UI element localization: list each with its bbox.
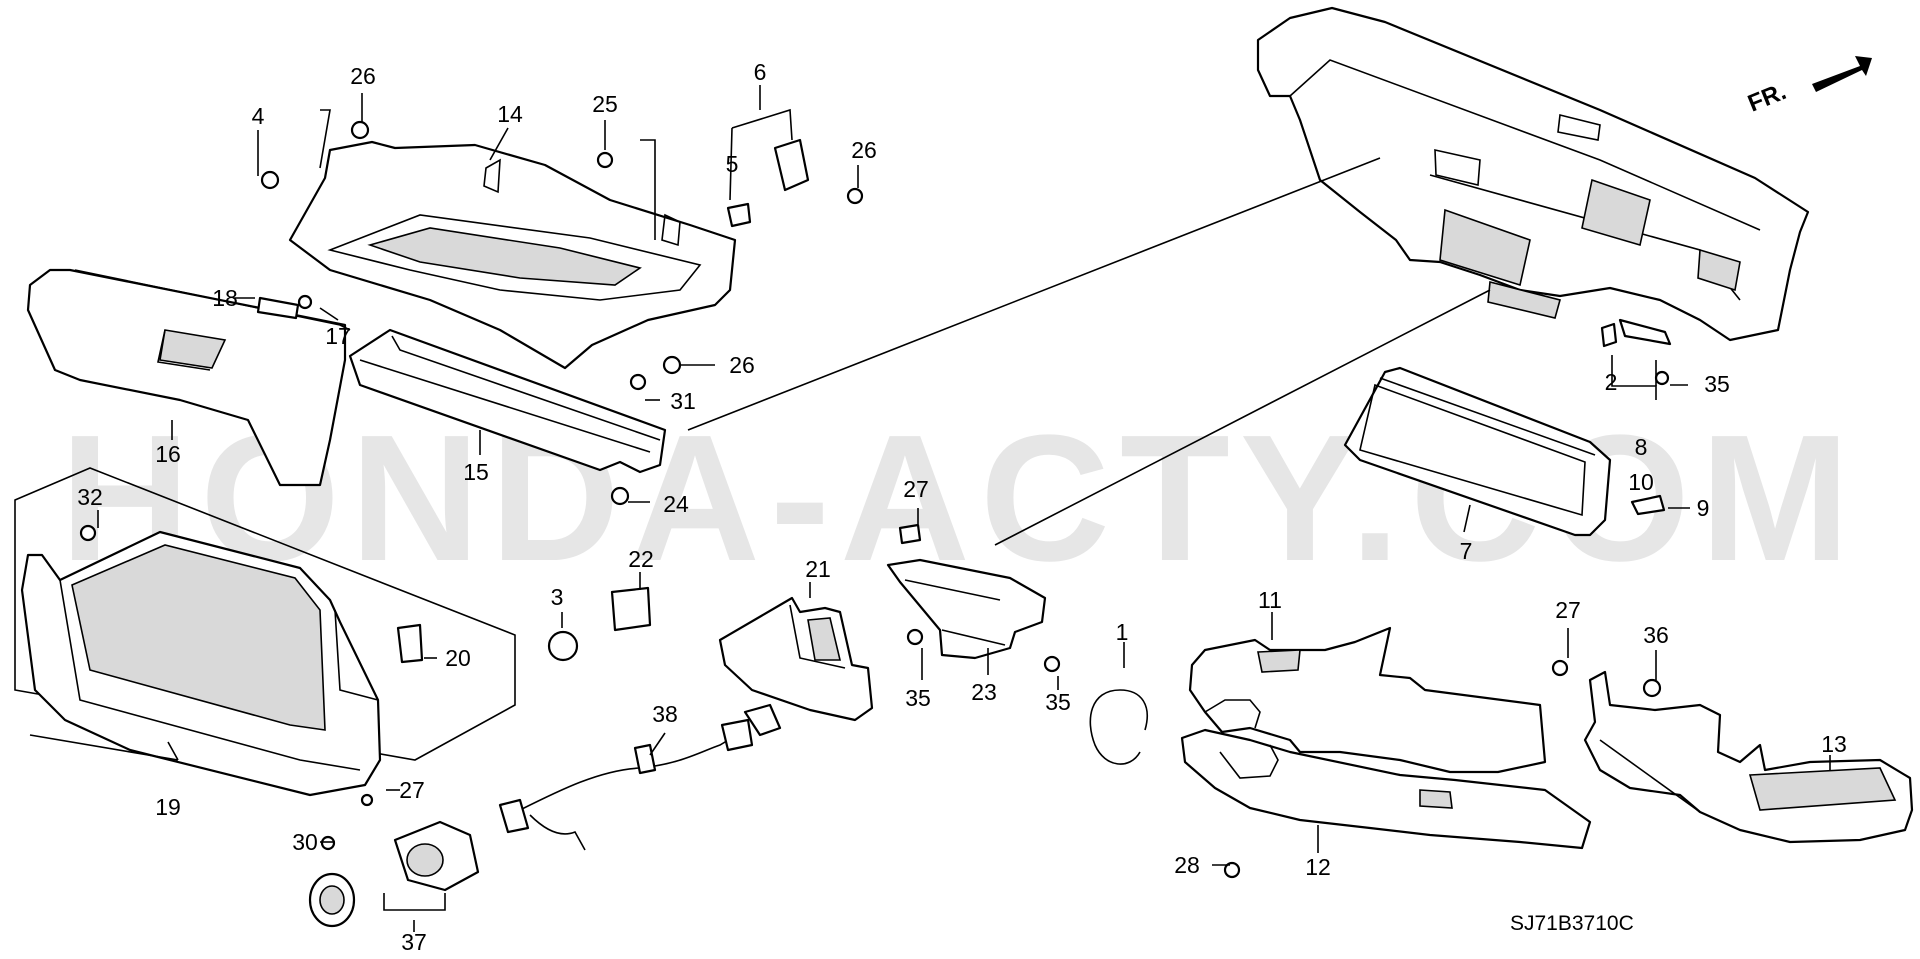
part-28-clip <box>1551 659 1569 677</box>
part-2-clip <box>1600 322 1618 348</box>
callout-35-c: 35 <box>1704 371 1730 397</box>
part-26-screw-a <box>350 120 370 140</box>
callout-17: 17 <box>325 323 351 349</box>
callout-26-a: 26 <box>350 63 376 89</box>
part-38-wire-harness <box>498 703 782 851</box>
part-29-screw <box>1223 861 1241 879</box>
part-8-bracket <box>1618 318 1672 346</box>
callout-27-a: 27 <box>903 476 929 502</box>
part-23-bracket <box>886 558 1047 660</box>
part-4-clip <box>260 170 280 190</box>
callout-4: 4 <box>252 103 265 129</box>
part-7-meter-visor <box>1343 366 1612 537</box>
part-36-clip <box>1642 678 1662 698</box>
callout-3: 3 <box>551 584 564 610</box>
callout-27-b: 27 <box>399 777 425 803</box>
part-22-grommet <box>610 586 652 632</box>
callout-9: 9 <box>1697 495 1710 521</box>
part-20-clip <box>396 623 424 664</box>
diagram-code: SJ71B3710C <box>1510 912 1634 935</box>
part-1-ring <box>1089 689 1149 765</box>
part-35-clip-a <box>906 628 924 646</box>
callout-25: 25 <box>592 91 618 117</box>
callout-labels: 4 26 14 25 6 5 26 26 31 18 17 16 15 24 3… <box>77 59 1847 955</box>
callout-32: 32 <box>77 484 103 510</box>
callout-37: 37 <box>401 929 427 955</box>
part-14-glove-box-tray <box>288 140 737 370</box>
callout-16: 16 <box>155 441 181 467</box>
callout-7: 7 <box>1460 538 1473 564</box>
callout-11: 11 <box>1258 587 1282 613</box>
callout-22: 22 <box>628 546 654 572</box>
callout-23: 23 <box>971 679 997 705</box>
callout-20: 20 <box>445 645 471 671</box>
callout-15: 15 <box>463 459 489 485</box>
part-32-screw <box>79 524 97 542</box>
part-17-clip <box>297 294 313 310</box>
part-26-screw-c <box>662 355 682 375</box>
part-35-clip-c <box>1654 370 1670 386</box>
part-6-bracket <box>773 138 810 192</box>
callout-35-a: 35 <box>905 685 931 711</box>
callout-2: 2 <box>1605 369 1618 395</box>
fasteners <box>79 120 1672 879</box>
reference-line-lower <box>994 289 1491 546</box>
callout-6: 6 <box>754 59 767 85</box>
callout-14: 14 <box>497 101 523 127</box>
callout-26-c: 26 <box>729 352 755 378</box>
part-19-glove-box-body <box>14 467 516 797</box>
part-18-latch <box>256 296 300 320</box>
part-21-pocket-bracket <box>718 596 874 722</box>
part-11-column-cover-upper <box>1188 626 1547 774</box>
callout-29: 28 <box>1174 852 1200 878</box>
reference-line-upper <box>687 157 1381 431</box>
callout-35-b: 35 <box>1045 689 1071 715</box>
part-37-cigar-lighter <box>308 820 480 928</box>
dashboard-panel <box>1256 6 1810 342</box>
part-25-screw <box>596 151 614 169</box>
part-15-hinge-strip <box>348 328 667 474</box>
front-direction-label: FR. <box>1744 78 1790 118</box>
part-27-nut-b <box>360 793 374 807</box>
callout-5: 5 <box>726 151 739 177</box>
part-26-screw-b <box>846 187 864 205</box>
part-16-glove-box-lid <box>26 268 351 487</box>
front-arrow-icon <box>1812 56 1872 92</box>
part-13-lower-cover <box>1583 670 1914 844</box>
part-27-nut-a <box>898 523 922 545</box>
callout-8: 8 <box>1635 434 1648 460</box>
part-3-cap <box>547 630 579 662</box>
part-12-column-cover-lower <box>1180 728 1592 850</box>
callout-19: 19 <box>155 794 181 820</box>
part-30-screw <box>320 835 336 851</box>
callout-1: 1 <box>1116 619 1129 645</box>
callout-18: 18 <box>212 285 238 311</box>
part-9-clip <box>1630 494 1666 516</box>
callout-31: 31 <box>670 388 696 414</box>
callout-10: 10 <box>1628 469 1654 495</box>
callout-13: 13 <box>1821 731 1847 757</box>
callout-12: 12 <box>1305 854 1331 880</box>
part-24-clip <box>610 486 630 506</box>
part-19-outline-box <box>14 467 516 761</box>
callout-24: 24 <box>663 491 689 517</box>
callout-26-b: 26 <box>851 137 877 163</box>
leader-lines <box>29 85 1831 932</box>
front-direction-arrow: FR. <box>1744 56 1872 118</box>
part-31-screw <box>629 373 647 391</box>
part-35-clip-b <box>1043 655 1061 673</box>
callout-28: 27 <box>1555 597 1581 623</box>
callout-36: 36 <box>1643 622 1669 648</box>
callout-30: 30 <box>292 829 318 855</box>
callout-21: 21 <box>805 556 831 582</box>
callout-38: 38 <box>652 701 678 727</box>
part-5-clip <box>726 202 752 228</box>
